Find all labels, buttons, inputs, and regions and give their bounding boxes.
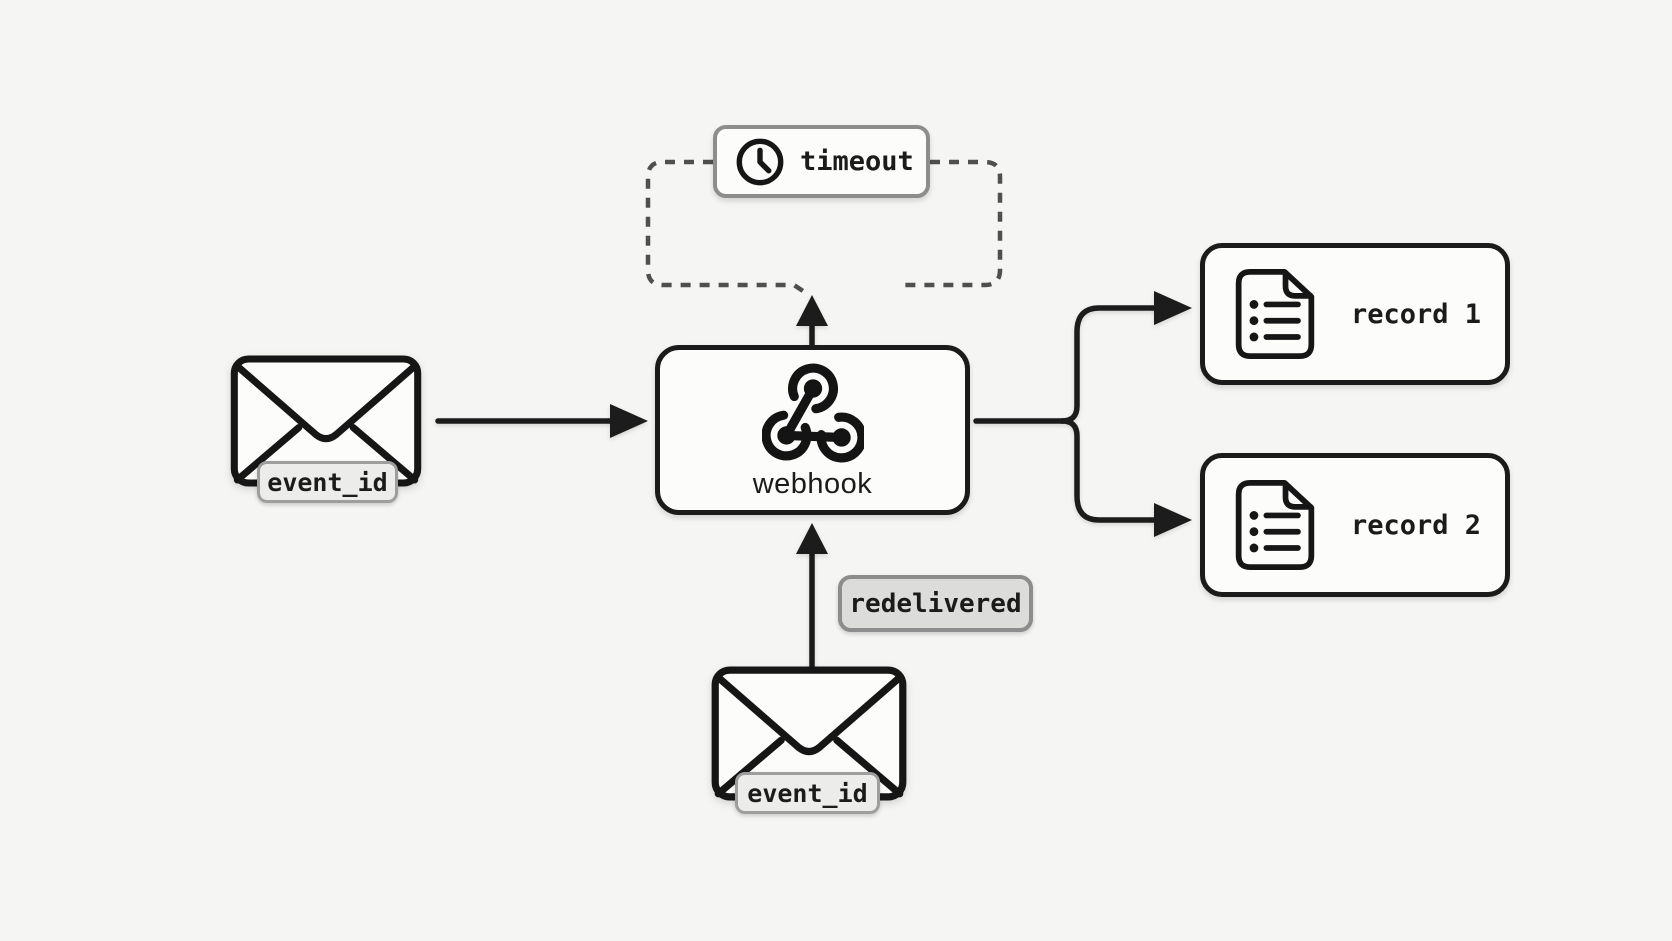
edge-webhook-to-record-1 bbox=[1059, 305, 1159, 424]
envelope-icon bbox=[230, 355, 422, 487]
clock-icon bbox=[736, 138, 784, 185]
document-icon bbox=[1235, 269, 1315, 359]
webhook-node: webhook bbox=[655, 345, 970, 515]
edge-webhook-to-timeout-loop bbox=[645, 159, 1003, 295]
timeout-label: timeout bbox=[800, 146, 914, 177]
arrowhead-to-timeout bbox=[796, 295, 828, 326]
record-1-label: record 1 bbox=[1351, 298, 1482, 330]
webhook-label: webhook bbox=[752, 467, 873, 500]
event-id-badge: event_id bbox=[257, 461, 398, 503]
envelope-icon bbox=[711, 666, 907, 801]
record-2-label: record 2 bbox=[1351, 509, 1482, 541]
document-icon bbox=[1235, 480, 1315, 570]
event-id-badge: event_id bbox=[735, 772, 880, 814]
webhook-icon bbox=[761, 363, 864, 462]
arrowhead-into-record-2 bbox=[1154, 503, 1192, 537]
timeout-node: timeout bbox=[713, 125, 930, 198]
redelivered-badge: redelivered bbox=[838, 575, 1033, 632]
record-2-node: record 2 bbox=[1200, 453, 1510, 597]
arrowhead-into-webhook-left bbox=[610, 404, 648, 438]
edge-webhook-to-record-2 bbox=[1059, 418, 1159, 523]
arrowhead-into-webhook-bottom bbox=[796, 523, 828, 554]
arrowhead-into-record-1 bbox=[1154, 291, 1192, 325]
record-1-node: record 1 bbox=[1200, 243, 1510, 385]
